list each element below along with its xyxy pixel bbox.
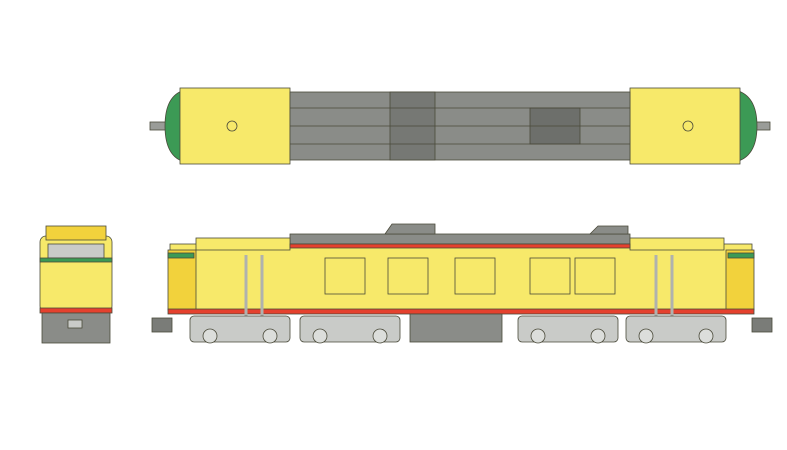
side-roof — [289, 233, 631, 245]
wheel — [372, 328, 388, 344]
side-right-green-band — [727, 252, 755, 259]
top-left-horn-icon — [226, 120, 238, 132]
side-fuel-tank — [409, 313, 503, 343]
grille-panel — [387, 257, 429, 295]
grille-panel — [529, 257, 571, 295]
side-right-coupler — [751, 317, 773, 333]
front-view — [39, 225, 113, 344]
side-view — [151, 223, 773, 344]
side-right-nose — [725, 249, 755, 311]
wheels — [202, 328, 714, 344]
top-right-horn-icon — [682, 120, 694, 132]
side-right-cab — [629, 237, 725, 251]
side-window-grids — [324, 257, 616, 295]
front-green-band — [39, 257, 113, 263]
top-view — [149, 87, 771, 165]
wheel — [312, 328, 328, 344]
wheel — [530, 328, 546, 344]
wheel — [698, 328, 714, 344]
side-roof-box-right — [589, 225, 629, 235]
front-red-stripe — [39, 307, 113, 314]
grille-panel — [454, 257, 496, 295]
wheel — [262, 328, 278, 344]
side-roof-box — [384, 223, 436, 235]
side-body — [169, 243, 753, 313]
wheel — [202, 328, 218, 344]
side-left-green-band — [167, 252, 195, 259]
side-lower-red-stripe — [167, 308, 755, 315]
side-upper-red-stripe — [289, 243, 631, 249]
grille-panel — [324, 257, 366, 295]
side-left-cab — [195, 237, 291, 251]
wheel — [590, 328, 606, 344]
front-number-plate — [67, 319, 83, 329]
grille-panel — [574, 257, 616, 295]
wheel — [638, 328, 654, 344]
side-left-nose — [167, 249, 197, 311]
front-windshield — [47, 243, 105, 259]
front-upper-panel — [45, 225, 107, 241]
side-left-coupler — [151, 317, 173, 333]
